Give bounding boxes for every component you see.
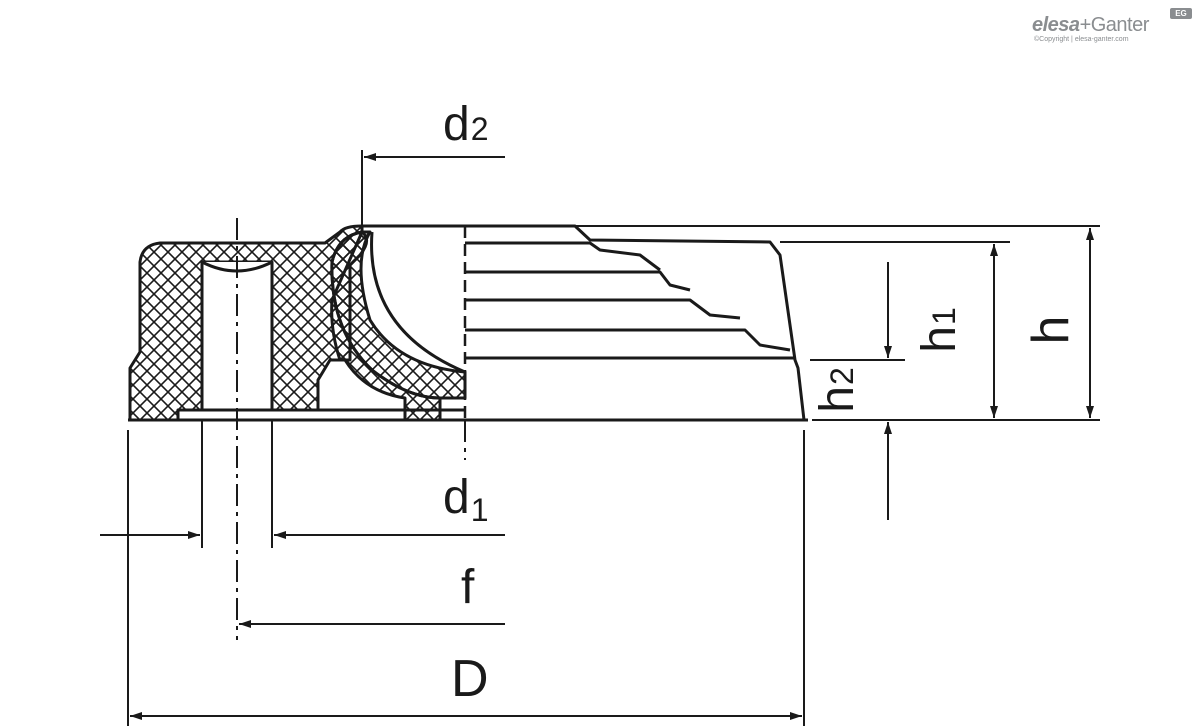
grip-rib-2 <box>465 270 691 292</box>
brand-name-part2: Ganter <box>1090 14 1150 36</box>
label-h2-main: h <box>811 386 864 413</box>
label-D: D <box>451 650 489 708</box>
dimension-lines <box>100 150 1100 726</box>
brand-badge: EG <box>1170 8 1192 19</box>
inner-curve <box>370 231 466 374</box>
label-d1-main: d <box>443 471 470 524</box>
knob-body <box>128 224 808 422</box>
center-lines <box>236 218 466 640</box>
section-hub <box>330 230 467 400</box>
label-h2: h2 <box>811 367 864 413</box>
grip-rib-4 <box>465 328 791 352</box>
brand-wordmark: elesa+Ganter <box>1032 14 1149 37</box>
label-d1: d1 <box>443 471 489 528</box>
label-d1-sub: 1 <box>471 492 489 528</box>
label-f: f <box>461 561 475 614</box>
brand-logo: elesa+Ganter EG ©Copyright | elesa-gante… <box>1032 8 1197 46</box>
label-h1-main: h <box>913 326 966 353</box>
label-d2-main: d <box>443 98 470 151</box>
brand-copyright: ©Copyright | elesa-ganter.com <box>1034 36 1129 43</box>
brand-plus: + <box>1079 14 1092 36</box>
label-d2: d2 <box>443 98 489 151</box>
label-h1-sub: 1 <box>926 307 962 325</box>
label-h1: h1 <box>913 307 966 353</box>
grip-rib-3 <box>465 298 741 320</box>
brand-name-part1: elesa <box>1032 14 1080 36</box>
outer-profile <box>362 224 806 421</box>
label-h2-sub: 2 <box>824 367 860 385</box>
label-d2-sub: 2 <box>471 111 489 147</box>
dimension-labels: d2 d1 f D h h1 h2 <box>443 98 1080 708</box>
label-h: h <box>1022 316 1080 345</box>
grip-rib-1 <box>465 241 661 272</box>
